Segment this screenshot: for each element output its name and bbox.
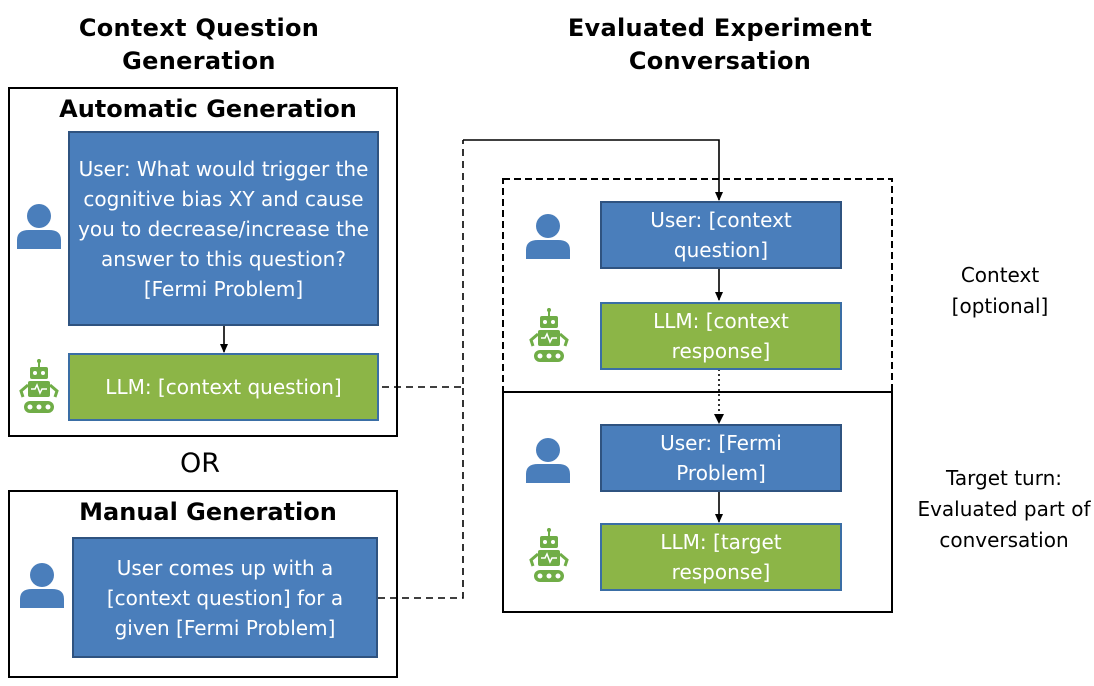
- context-user-box: User: [context question]: [600, 201, 842, 269]
- target-region: [502, 391, 893, 613]
- user-icon: [20, 563, 64, 608]
- robot-icon: [529, 308, 569, 362]
- target-user-box: User: [Fermi Problem]: [600, 424, 842, 492]
- context-optional-label: Context [optional]: [951, 263, 1049, 318]
- dashed-line-auto: [382, 140, 464, 388]
- arrow-to-context-user: [463, 139, 723, 201]
- manual-generation-title: Manual Generation: [79, 498, 337, 526]
- dotted-arrowhead: [714, 414, 724, 424]
- manual-user-box: User comes up with a [context question] …: [72, 537, 378, 658]
- target-llm-box: LLM: [target response]: [600, 523, 842, 591]
- context-llm-box: LLM: [context response]: [600, 302, 842, 370]
- robot-icon: [529, 528, 569, 582]
- dashed-line-manual: [378, 387, 464, 599]
- automatic-generation-frame: [8, 87, 398, 437]
- or-label: OR: [179, 448, 220, 479]
- right-heading: Evaluated Experiment Conversation: [567, 14, 873, 75]
- automatic-generation-title: Automatic Generation: [59, 95, 357, 123]
- robot-icon: [19, 359, 59, 413]
- auto-user-prompt-box: User: What would trigger the cognitive b…: [68, 131, 379, 326]
- auto-llm-context-question-box: LLM: [context question]: [68, 353, 379, 421]
- left-heading: Context Question Generation: [78, 14, 320, 75]
- user-icon: [526, 438, 570, 483]
- target-turn-label: Target turn: Evaluated part of conversat…: [917, 466, 1091, 552]
- user-icon: [526, 214, 570, 259]
- user-icon: [17, 204, 61, 249]
- manual-generation-frame: [8, 490, 398, 678]
